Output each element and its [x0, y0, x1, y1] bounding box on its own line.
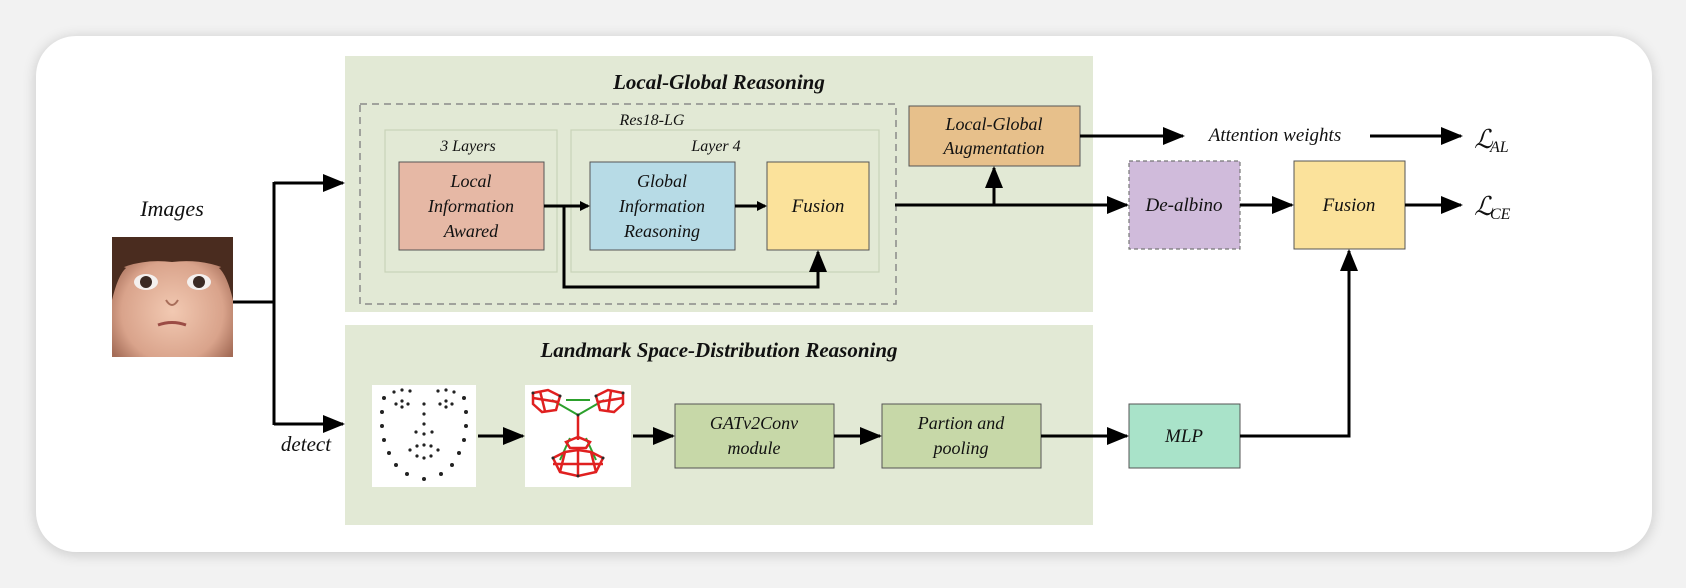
svg-text:CE: CE — [1490, 206, 1511, 223]
loss-al-label: ℒ AL — [1474, 125, 1509, 156]
svg-text:Information: Information — [427, 196, 514, 216]
landmark-graph-image — [525, 385, 631, 487]
connectors — [233, 127, 1463, 445]
layer4-region — [570, 129, 880, 273]
svg-text:GATv2Conv: GATv2Conv — [710, 413, 798, 433]
global-information-reasoning-block: Global Information Reasoning — [589, 161, 736, 251]
arrow-skip-to-fusion — [562, 206, 827, 289]
svg-text:Global: Global — [637, 171, 687, 191]
three-layers-label: 3 Layers — [439, 138, 496, 155]
landmark-title: Landmark Space-Distribution Reasoning — [539, 338, 897, 362]
svg-text:Reasoning: Reasoning — [623, 221, 700, 241]
svg-text:pooling: pooling — [931, 438, 988, 458]
layer4-label: Layer 4 — [690, 138, 740, 155]
svg-text:Fusion: Fusion — [791, 196, 845, 217]
de-albino-block: De-albino — [1128, 160, 1241, 250]
svg-text:MLP: MLP — [1164, 426, 1203, 447]
svg-text:module: module — [728, 438, 781, 458]
fusion-inner-block: Fusion — [766, 161, 870, 251]
mlp-block: MLP — [1128, 403, 1241, 469]
svg-text:ℒ: ℒ — [1474, 125, 1494, 154]
attention-weights-label: Attention weights — [1207, 125, 1341, 146]
local-global-augmentation-block: Local-Global Augmentation — [908, 105, 1081, 167]
face-image — [112, 237, 233, 357]
svg-text:ℒ: ℒ — [1474, 192, 1494, 221]
local-global-title: Local-Global Reasoning — [612, 70, 825, 94]
detect-label: detect — [281, 432, 332, 456]
svg-text:AL: AL — [1489, 139, 1509, 156]
svg-text:Fusion: Fusion — [1322, 195, 1376, 216]
svg-text:Local-Global: Local-Global — [945, 114, 1043, 134]
svg-text:Augmentation: Augmentation — [943, 138, 1045, 158]
res18-lg-label: Res18-LG — [619, 112, 685, 129]
three-layers-region — [384, 129, 558, 273]
loss-ce-label: ℒ CE — [1474, 192, 1511, 223]
landmark-points-image — [372, 385, 476, 487]
local-information-awared-block: Local Information Awared — [398, 161, 545, 251]
images-label: Images — [139, 196, 204, 221]
fusion-final-block: Fusion — [1293, 160, 1406, 250]
svg-text:De-albino: De-albino — [1144, 195, 1222, 216]
svg-text:Partion and: Partion and — [917, 413, 1006, 433]
svg-text:Local: Local — [449, 171, 491, 191]
svg-text:Information: Information — [618, 196, 705, 216]
arrow-mlp-to-fusion — [1240, 249, 1358, 438]
partion-pooling-block: Partion and pooling — [881, 403, 1042, 469]
svg-text:Awared: Awared — [443, 221, 499, 241]
gatv2conv-module-block: GATv2Conv module — [674, 403, 835, 469]
